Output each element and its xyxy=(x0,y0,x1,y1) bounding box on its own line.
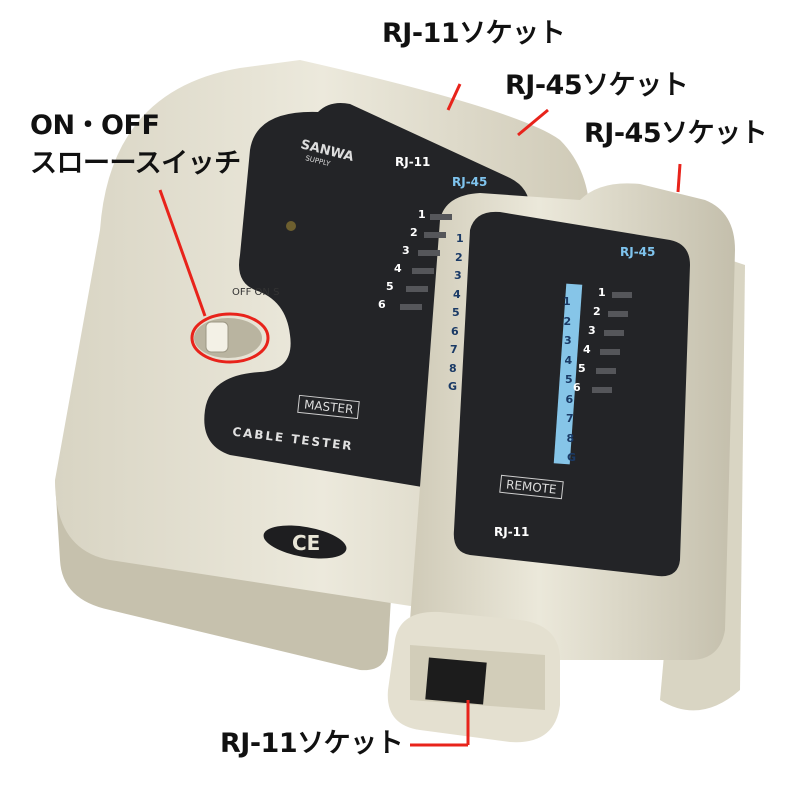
master-led-label: 6 xyxy=(451,324,459,338)
callout-lines xyxy=(158,83,682,747)
remote-led-slot xyxy=(608,311,628,317)
remote-led-label: G xyxy=(567,451,577,464)
callout-switch-line2: スローースイッチ xyxy=(30,148,241,179)
master-led-slot xyxy=(430,214,452,220)
remote-unit: RJ-45 RJ-11 xyxy=(387,183,745,743)
remote-rj45-label: RJ-45 xyxy=(620,245,655,259)
master-pin-number: 5 xyxy=(386,280,394,293)
master-led-label: 2 xyxy=(455,250,463,264)
remote-led-slot xyxy=(600,349,620,355)
remote-led-label: 6 xyxy=(565,392,574,406)
remote-led-strip xyxy=(553,283,583,465)
master-pin-number: 1 xyxy=(418,208,426,221)
master-led-slot xyxy=(418,250,440,256)
remote-led-label: 4 xyxy=(564,353,573,367)
master-led-slot xyxy=(400,304,422,310)
remote-pin-number: 3 xyxy=(588,324,596,337)
remote-rj11-label: RJ-11 xyxy=(494,525,529,539)
remote-led-slot xyxy=(604,330,624,336)
remote-pin-number: 1 xyxy=(598,286,606,299)
master-led-slot xyxy=(424,232,446,238)
master-pin-number: 2 xyxy=(410,226,418,239)
switch-position-labels: OFF ON S xyxy=(232,287,279,298)
remote-led-slot xyxy=(592,387,612,393)
callout-rj45-remote: RJ-45ソケット xyxy=(584,118,768,149)
master-led-slot xyxy=(412,268,434,274)
callout-switch-line1: ON・OFF xyxy=(30,110,160,141)
master-pin-number: 3 xyxy=(402,244,410,257)
master-led-label: 3 xyxy=(454,269,462,282)
remote-led-label: 8 xyxy=(566,431,575,445)
master-led-label: G xyxy=(448,380,458,393)
remote-led-label: 7 xyxy=(566,412,574,425)
remote-pin-number: 5 xyxy=(578,362,586,375)
master-rj45-label: RJ-45 xyxy=(452,175,487,189)
remote-pin-number: 4 xyxy=(583,343,591,356)
power-led xyxy=(286,221,296,231)
master-led-slot xyxy=(406,286,428,292)
callout-rj11-top: RJ-11ソケット xyxy=(382,18,566,49)
remote-led-label: 5 xyxy=(565,373,573,386)
remote-pin-number: 2 xyxy=(593,305,601,318)
master-led-label: 7 xyxy=(450,343,458,356)
remote-led-slot xyxy=(596,368,616,374)
master-led-label: 8 xyxy=(449,361,457,375)
remote-rj11-port xyxy=(425,657,487,705)
ce-mark: CE xyxy=(263,525,347,559)
slide-switch[interactable] xyxy=(194,318,262,358)
remote-pin-number: 6 xyxy=(573,381,581,394)
master-led-label: 5 xyxy=(452,306,460,319)
remote-led-slot xyxy=(612,292,632,298)
master-led-label: 4 xyxy=(453,287,461,301)
callout-rj45-master: RJ-45ソケット xyxy=(505,70,689,101)
callout-rj11-bottom: RJ-11ソケット xyxy=(220,728,404,759)
master-led-label: 1 xyxy=(456,232,464,245)
master-rj11-label: RJ-11 xyxy=(395,155,430,169)
remote-led-label: 1 xyxy=(563,295,571,308)
master-pin-number: 4 xyxy=(394,262,402,275)
master-pin-number: 6 xyxy=(378,298,386,311)
svg-text:CE: CE xyxy=(292,531,320,555)
remote-led-label: 3 xyxy=(564,334,572,347)
remote-led-label: 2 xyxy=(563,314,572,328)
